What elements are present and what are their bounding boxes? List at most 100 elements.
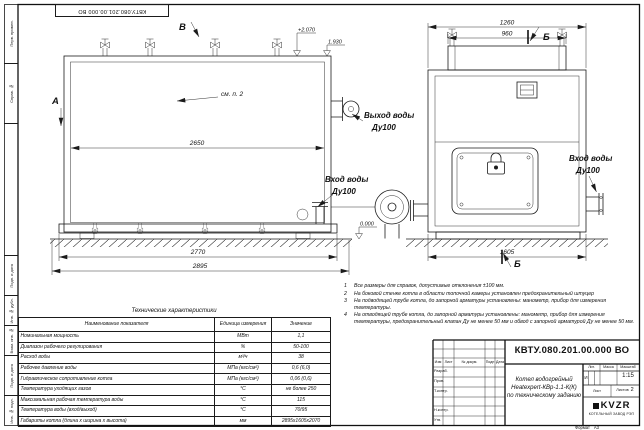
margin-cell: Перв. примен. [4,4,18,64]
spec-table: Наименование показателя Единица измерени… [18,317,331,428]
tb-col-list: Лист [444,359,453,364]
elevation-step: 1.930 [328,40,343,46]
ground-hatch [406,238,608,247]
elevation-flag-icon [355,233,363,240]
spec-cell: мм [214,415,272,428]
elevation-flag-icon [293,50,301,57]
brand-square-icon [592,402,599,409]
spec-header-unit: Единица измерения [214,317,272,332]
side-flange [410,200,428,221]
margin-label: Справ. № [8,84,14,103]
furnace-door [451,147,539,215]
tb-lit-header: Лит. [588,365,595,369]
margin-label: Подп. и дата [8,263,14,288]
view-marker-b: В [179,22,186,33]
spec-cell: Гидравлическое сопротивление котла [18,373,215,385]
spec-row: Габариты котла (длина х ширина х высота)… [18,415,331,428]
margin-label: Инв. № дубл. [8,297,14,324]
callouts-right: Вход воды Ду100 [569,154,612,193]
elevation-top: +2.070 [298,28,316,34]
tb-mass-header: Масса [603,365,614,369]
brand-subtitle: КОТЕЛЬНЫЙ ЗАВОД РЭП [588,412,635,416]
spec-row: Диапазон рабочего регулирования%50-100 [18,341,331,354]
spec-cell: Рабочее давление воды [18,362,215,375]
format-note: Формат А3 [575,425,599,430]
spec-cell: Температура уходящих газов [18,383,215,396]
spec-cell: 2895х1605х2070 [271,415,331,428]
company-logo: KVZR КОТЕЛЬНЫЙ ЗАВОД РЭП [584,400,639,416]
note-text: На подводящей трубе котла, до запорной а… [354,298,607,311]
spec-cell: Габариты котла (длина х ширина х высота) [18,415,215,428]
see-note-label: см. п. 2 [221,91,244,98]
view-markers: А В [51,21,200,126]
dim-front-collar: 960 [502,31,513,38]
tb-sheets-label: Листов [616,388,629,392]
note-item: 1 Все размеры для справок, допустимые от… [344,283,637,290]
margin-cell [4,124,18,256]
tb-row-tkontr: Т.контр. [434,389,448,393]
title-block-name-line1: Котел водогрейный [515,377,573,383]
margin-label: Подп. и дата [8,363,14,388]
note-number: 2 [344,290,347,297]
valve-icon [272,38,282,57]
lock-icon [487,152,505,175]
boiler-side-view [58,38,410,239]
spec-cell: 70/95 [271,405,331,417]
notes-block: 1 Все размеры для справок, допустимые от… [344,283,637,326]
water-inlet-right-dn: Ду100 [575,166,600,175]
valve-icon [210,38,220,57]
section-markers: Б Б [501,26,550,270]
spec-cell: 1,1 [271,331,331,343]
callouts: см. п. 2 Выход воды Ду100 Вход воды Ду10… [176,91,414,208]
spec-cell: МВт [214,331,272,343]
tb-scale-value: 1:15 [622,373,634,379]
tb-row-utv: Утв. [434,417,442,422]
tb-col-ndocum: № докум. [461,359,478,364]
note-item: 2 На боковой стенке котла в области топо… [344,291,637,298]
margin-cell: Взам. инв. № [4,326,18,356]
spec-cell: Диапазон рабочего регулирования [18,341,215,354]
spec-header-value: Значение [271,317,331,332]
note-number: 3 [344,298,347,304]
spec-cell: МПа (кгс/см²) [214,362,272,375]
water-inlet-right-flange [586,193,604,215]
note-text: На боковой стенке котла в области топочн… [354,290,595,297]
valve-icon [447,28,457,47]
tb-row-razrab: Разраб. [434,369,448,373]
elevation-zero: 0.000 [360,222,375,228]
note-text: На отводящей трубе котла, до запорной ар… [354,312,635,325]
tb-row-prov: Пров. [434,379,445,383]
dimensions-side-view: 2650 2770 2895 [51,140,350,275]
view-marker-a: А [51,96,59,107]
spec-cell: м³/ч [214,352,272,364]
tb-sheets: Листов 2 [611,387,639,393]
tb-sheets-value: 2 [630,387,634,393]
top-stamp-text: КВТУ.080.201.00.000 ВО [77,7,147,14]
margin-cell: Подп. и дата [4,356,18,396]
burner-icon [331,189,410,239]
spec-cell: Расход воды [18,352,215,364]
tb-lit-value: И [584,374,588,380]
dimensions-front-view: 1260 960 1605 [427,20,587,261]
dim-side-inner: 2650 [189,140,205,147]
tb-col-data: Дата [496,359,504,364]
tb-row-nkontr: Н.контр. [434,408,449,412]
margin-cell: Инв. № подл. [4,396,18,426]
spec-cell: Номинальная мощность [18,331,215,343]
water-outlet-dn: Ду100 [371,123,396,132]
spec-cell: 50-100 [271,341,331,354]
dim-front-bottom: 1605 [500,249,515,256]
margin-strip: Перв. примен. Справ. № Подп. и дата Инв.… [4,4,18,426]
valve-icon [100,38,110,57]
format-value: А3 [593,425,599,430]
spec-cell: 0,6 (6,0) [271,362,331,375]
spec-cell: °С [214,394,272,407]
title-block-grid [432,339,640,426]
